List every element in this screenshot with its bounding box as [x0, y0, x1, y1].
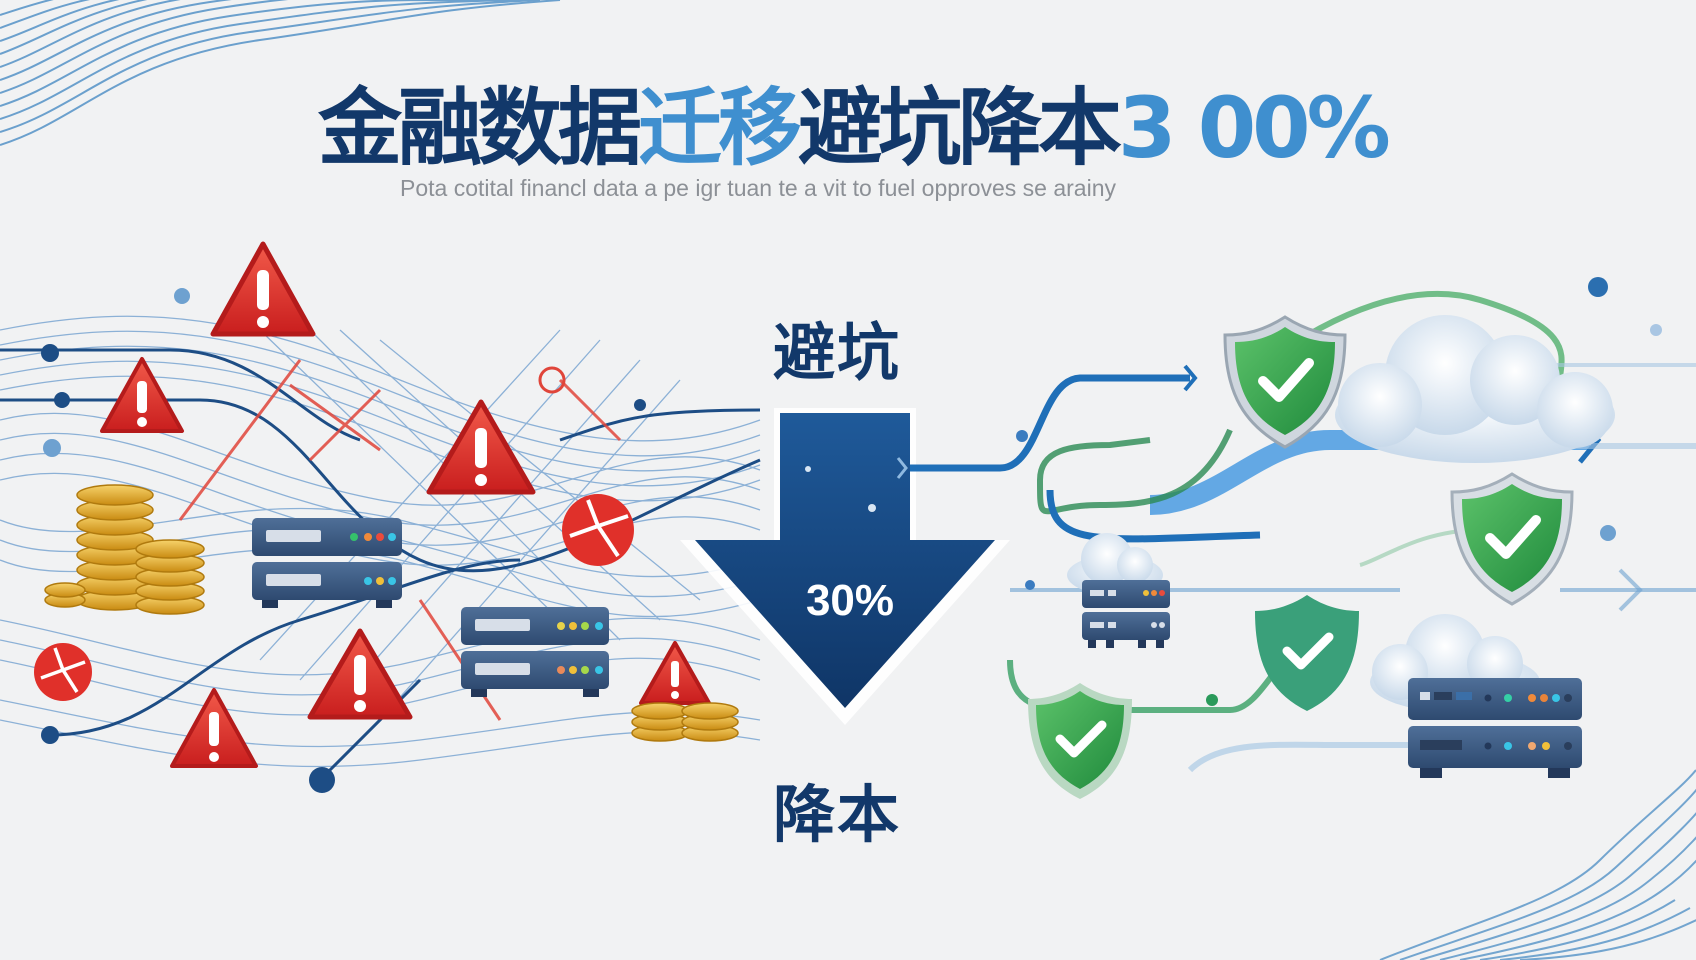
- warning-icon: [210, 241, 316, 337]
- right-nodes: [1016, 277, 1662, 706]
- coin-stack-icon: [631, 702, 739, 742]
- server-icon: [1082, 580, 1170, 648]
- shield-check-icon: [1028, 683, 1132, 799]
- shield-check-icons: [1028, 315, 1574, 799]
- reduction-percentage: 30%: [805, 576, 895, 625]
- title-part-2: 迁移: [638, 79, 802, 177]
- coin-stack-icon: [44, 484, 205, 615]
- subtitle: Pota cotital financl data a pe igr tuan …: [400, 175, 1116, 201]
- bottom-right-wave-lines: [1379, 769, 1696, 960]
- warning-icon: [100, 357, 184, 433]
- server-icon: [252, 518, 402, 608]
- title-part-1: 金融数据: [318, 79, 642, 177]
- label-avoid-pitfalls: 避坑: [773, 316, 902, 389]
- broken-circle-icon: [562, 494, 634, 566]
- warning-icon: [307, 628, 413, 720]
- red-links: [178, 359, 622, 721]
- server-icon: [1408, 678, 1582, 778]
- warning-icons: [100, 241, 711, 768]
- shield-check-icon: [1223, 315, 1347, 449]
- shield-check-icon: [1255, 595, 1359, 711]
- server-icon: [461, 607, 609, 697]
- label-reduce-cost: 降本: [773, 778, 902, 851]
- down-arrow-icon: [680, 408, 1010, 725]
- broken-circle-icon: [34, 643, 92, 701]
- top-left-wave-lines: [0, 0, 561, 146]
- warning-icon: [426, 399, 536, 495]
- page-title: 金融数据迁移避坑降本3 00%: [318, 78, 1391, 178]
- warning-icon: [170, 688, 258, 768]
- cloud-icon: [1335, 315, 1615, 463]
- network-nodes: [41, 288, 646, 793]
- network-lines-dark: [0, 348, 761, 782]
- red-node: [538, 366, 566, 394]
- title-percentage: 3 00%: [1118, 79, 1391, 177]
- warning-icon: [639, 641, 711, 705]
- shield-check-icon: [1450, 472, 1574, 606]
- title-part-3: 避坑降本: [798, 79, 1122, 177]
